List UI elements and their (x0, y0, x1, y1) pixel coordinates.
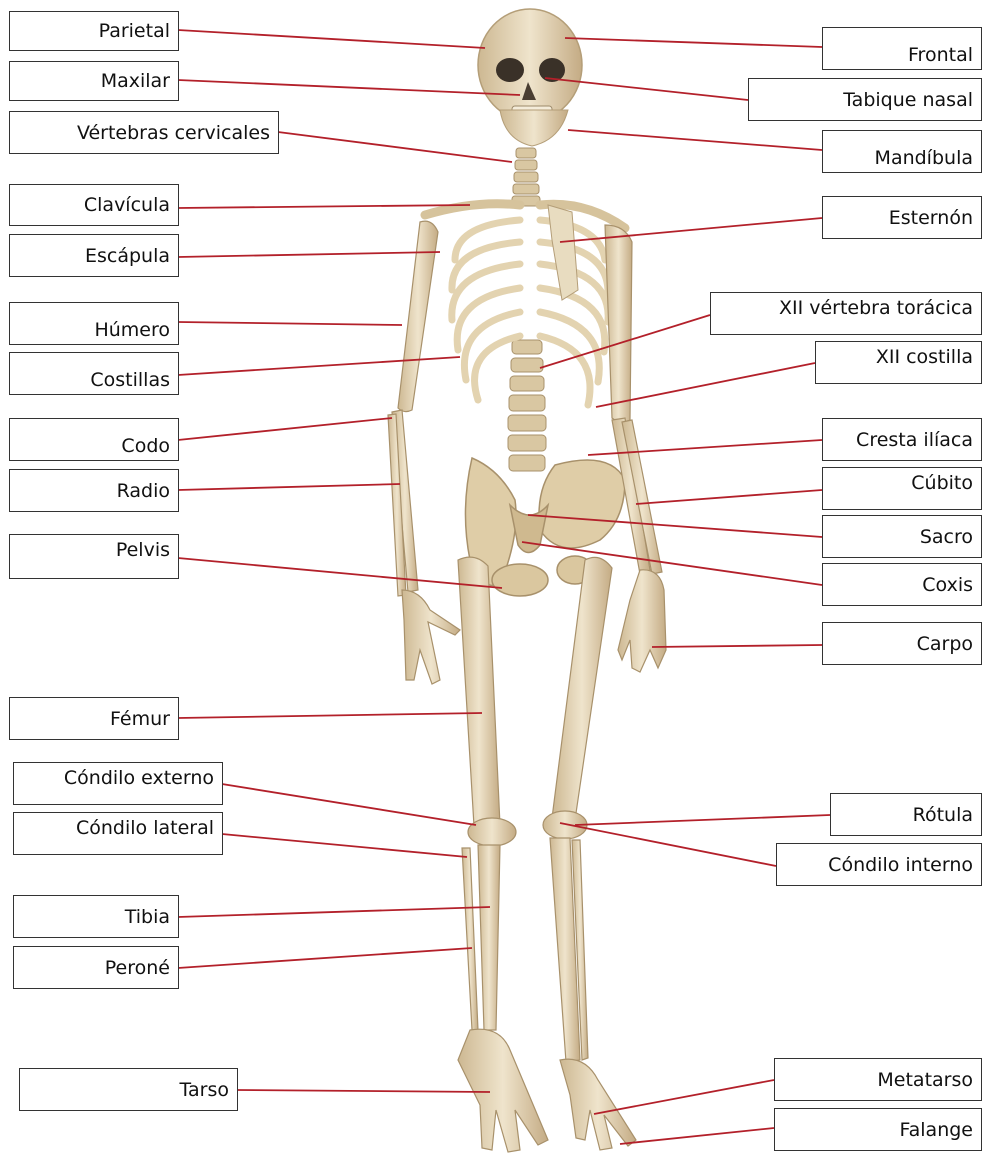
leader-carpo (652, 645, 822, 647)
label-tibia: Tibia (13, 895, 179, 938)
label-tarso: Tarso (19, 1068, 238, 1111)
label-tarso-text: Tarso (180, 1079, 229, 1101)
sternum (548, 205, 578, 300)
label-humero-text: Húmero (94, 319, 170, 341)
label-xii-costilla-text: XII costilla (876, 346, 973, 368)
label-frontal-text: Frontal (908, 44, 973, 66)
label-femur: Fémur (9, 697, 179, 740)
label-xii-vertebra-toracica: XII vértebra torácica (710, 292, 982, 335)
label-sacro-text: Sacro (920, 526, 973, 548)
label-radio-text: Radio (117, 480, 170, 502)
label-clavicula: Clavícula (9, 184, 179, 226)
label-maxilar-text: Maxilar (101, 70, 170, 92)
leader-falange (620, 1128, 774, 1144)
label-mandibula: Mandíbula (822, 130, 982, 173)
label-condilo-externo-text: Cóndilo externo (64, 767, 214, 789)
leader-escapula (178, 252, 440, 257)
leader-rotula (575, 815, 830, 825)
label-cresta-iliaca: Cresta ilíaca (822, 418, 982, 461)
label-condilo-externo: Cóndilo externo (13, 762, 223, 805)
label-metatarso-text: Metatarso (877, 1069, 973, 1091)
label-pelvis: Pelvis (9, 534, 179, 579)
label-condilo-interno: Cóndilo interno (776, 843, 982, 886)
leader-esternon (560, 218, 822, 242)
label-metatarso: Metatarso (774, 1058, 982, 1101)
label-mandibula-text: Mandíbula (875, 147, 973, 169)
feet (458, 1029, 636, 1152)
label-femur-text: Fémur (110, 708, 170, 730)
leader-codo (178, 418, 392, 440)
label-tibia-text: Tibia (125, 906, 170, 928)
label-costillas: Costillas (9, 352, 179, 395)
leader-condilo-interno (560, 823, 776, 866)
arm-right-side (605, 225, 666, 672)
label-tabique-nasal-text: Tabique nasal (843, 89, 973, 111)
label-carpo-text: Carpo (917, 633, 973, 655)
label-condilo-lateral: Cóndilo lateral (13, 812, 223, 855)
label-falange: Falange (774, 1108, 982, 1151)
leader-femur (178, 713, 482, 718)
shoulder-girdle (425, 204, 625, 228)
label-tabique-nasal: Tabique nasal (748, 78, 982, 121)
label-vertebras-cervicales-text: Vértebras cervicales (77, 122, 270, 144)
label-esternon-text: Esternón (889, 207, 973, 229)
label-carpo: Carpo (822, 622, 982, 665)
leader-metatarso (594, 1080, 774, 1114)
label-rotula-text: Rótula (913, 804, 973, 826)
label-sacro: Sacro (822, 515, 982, 558)
label-radio: Radio (9, 469, 179, 512)
leader-tibia (178, 907, 490, 917)
label-perone: Peroné (13, 946, 179, 989)
leader-radio (178, 484, 400, 490)
label-parietal: Parietal (9, 11, 179, 51)
leader-perone (178, 948, 472, 968)
leader-parietal (178, 30, 485, 48)
label-condilo-interno-text: Cóndilo interno (828, 854, 973, 876)
label-xii-costilla: XII costilla (815, 341, 982, 384)
label-escapula-text: Escápula (85, 245, 170, 267)
cranium (478, 9, 582, 121)
leader-humero (178, 322, 402, 325)
leader-pelvis (178, 558, 502, 588)
label-coxis: Coxis (822, 563, 982, 606)
leader-frontal (565, 38, 822, 47)
leader-mandibula (568, 130, 822, 150)
label-cubito: Cúbito (822, 467, 982, 510)
eye-socket-left (496, 58, 524, 82)
label-codo: Codo (9, 418, 179, 461)
label-coxis-text: Coxis (922, 574, 973, 596)
label-parietal-text: Parietal (99, 20, 170, 42)
label-falange-text: Falange (899, 1119, 973, 1141)
leader-cubito (636, 490, 822, 504)
label-cubito-text: Cúbito (911, 472, 973, 494)
jaw (500, 110, 568, 146)
label-codo-text: Codo (121, 435, 170, 457)
leader-condilo-lateral (222, 834, 467, 857)
leader-vertebras-cervicales (278, 132, 512, 162)
label-vertebras-cervicales: Vértebras cervicales (9, 111, 279, 154)
skull (478, 9, 582, 146)
leader-tarso (237, 1090, 490, 1092)
label-cresta-iliaca-text: Cresta ilíaca (856, 429, 973, 451)
legs (458, 557, 612, 1062)
leader-condilo-externo (222, 784, 476, 825)
label-esternon: Esternón (822, 196, 982, 239)
label-condilo-lateral-text: Cóndilo lateral (76, 817, 214, 839)
label-costillas-text: Costillas (90, 369, 170, 391)
label-maxilar: Maxilar (9, 61, 179, 101)
label-pelvis-text: Pelvis (116, 539, 170, 561)
leader-maxilar (178, 80, 520, 95)
label-clavicula-text: Clavícula (84, 194, 170, 216)
label-humero: Húmero (9, 302, 179, 345)
leader-clavicula (178, 205, 470, 208)
label-perone-text: Peroné (105, 957, 170, 979)
label-escapula: Escápula (9, 234, 179, 277)
label-rotula: Rótula (830, 793, 982, 836)
label-frontal: Frontal (822, 27, 982, 70)
label-xii-vertebra-toracica-text: XII vértebra torácica (779, 297, 973, 319)
